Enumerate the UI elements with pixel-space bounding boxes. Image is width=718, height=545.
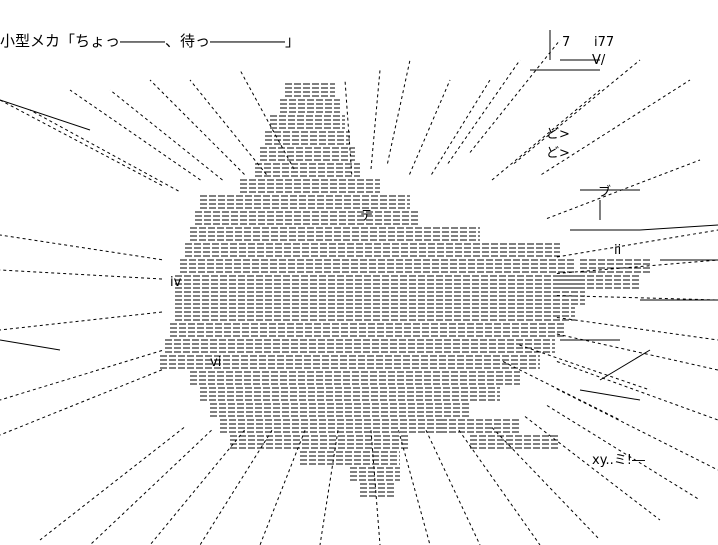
sfx-glyphs: 7 i77 V/ ど> ど> テ ブ vi iv ii xy..ミ!―: [170, 35, 645, 468]
shard-edge: [639, 224, 718, 231]
speed-ray: [425, 430, 481, 545]
sfx-ii: ii: [614, 243, 621, 258]
speed-ray: [189, 79, 267, 175]
speed-ray: [556, 295, 718, 301]
shard-edge: [0, 99, 91, 131]
speed-ray: [458, 429, 541, 545]
speed-ray: [469, 39, 561, 153]
speed-ray: [39, 427, 185, 541]
speed-ray: [556, 259, 718, 274]
speed-ray: [259, 430, 306, 545]
shard-edge: [599, 349, 651, 381]
speed-ray: [149, 429, 245, 545]
speed-ray: [370, 430, 381, 545]
speed-ray: [0, 369, 163, 436]
speed-ray: [319, 430, 339, 545]
sfx-ku-a: ど>: [546, 127, 570, 142]
sfx-seven-b: i77: [594, 35, 614, 50]
speed-ray: [431, 79, 491, 175]
speed-ray: [89, 429, 212, 545]
shard-edge: [579, 389, 641, 401]
speed-ray: [491, 427, 601, 541]
speed-ray: [398, 430, 431, 545]
sfx-vi: vi: [210, 355, 221, 370]
speed-ray: [519, 344, 651, 391]
speed-ray: [502, 361, 621, 421]
speed-ray: [556, 333, 718, 371]
speed-ray: [199, 429, 273, 545]
speed-ray: [513, 59, 641, 164]
speed-ray: [524, 416, 661, 521]
speed-ray: [387, 59, 411, 164]
speed-ray: [409, 79, 451, 175]
hatched-mass: [160, 83, 650, 497]
speed-ray: [0, 269, 163, 280]
sfx-te: テ: [360, 209, 373, 224]
speed-ray: [556, 317, 718, 341]
speed-ray: [0, 350, 163, 401]
sfx-bu: ブ: [598, 184, 611, 200]
speed-ray: [0, 311, 163, 331]
speed-ray: [239, 69, 295, 170]
speed-ray: [149, 79, 245, 175]
sfx-iv: iv: [170, 275, 182, 290]
speed-ray: [541, 79, 691, 175]
radiating-lines: [0, 39, 718, 545]
speed-ray: [370, 69, 381, 170]
sfx-seven-a: 7: [562, 35, 570, 50]
sfx-xv: xy..ミ!―: [592, 453, 645, 468]
speed-ray: [29, 109, 179, 192]
speed-ray: [109, 89, 223, 181]
speed-ray: [447, 59, 521, 164]
caption-text: 小型メカ「ちょっ―――、待っ―――――」: [0, 32, 301, 50]
speed-ray: [556, 388, 718, 471]
speed-ray: [344, 79, 353, 175]
speed-ray: [69, 89, 201, 181]
speed-ray: [0, 99, 163, 186]
speed-ray: [546, 159, 701, 219]
sfx-ku-b: ど>: [546, 146, 570, 161]
speed-ray: [556, 229, 718, 258]
speed-ray: [0, 234, 163, 261]
shard-edge: [0, 339, 61, 351]
speed-ray: [556, 361, 718, 421]
